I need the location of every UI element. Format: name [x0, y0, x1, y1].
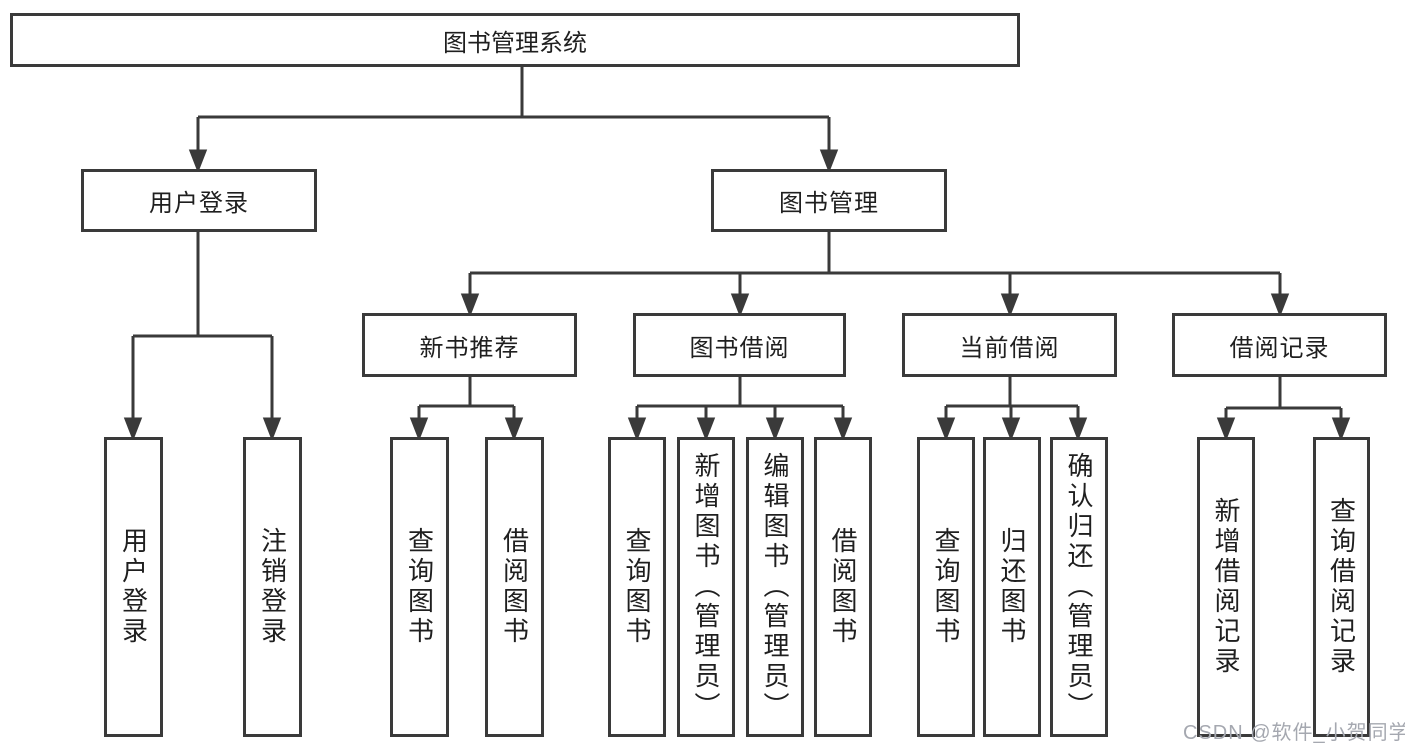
leaf-borrow-borrow-label: 借阅图书 [828, 527, 858, 647]
node-borrow-records: 借阅记录 [1172, 313, 1387, 377]
connector-borrowrecord-to-leaves [1216, 375, 1351, 442]
leaf-records-add: 新增借阅记录 [1197, 437, 1255, 737]
leaf-borrow-add-admin: 新增图书（管理员） [677, 437, 735, 737]
node-root-system: 图书管理系统 [10, 13, 1020, 67]
connector-root-to-level2 [188, 65, 839, 174]
node-book-borrow: 图书借阅 [633, 313, 846, 377]
leaf-borrow-borrow: 借阅图书 [814, 437, 872, 737]
leaf-borrow-edit-admin: 编辑图书（管理员） [746, 437, 804, 737]
leaf-records-query: 查询借阅记录 [1313, 437, 1370, 737]
node-book-management: 图书管理 [711, 169, 947, 232]
connector-currentborrow-to-leaves [936, 375, 1088, 442]
node-book-borrow-label: 图书借阅 [689, 334, 790, 362]
connector-newbooks-to-leaves [409, 375, 524, 442]
leaf-current-confirm-admin: 确认归还（管理员） [1050, 437, 1108, 737]
leaf-current-query: 查询图书 [917, 437, 975, 737]
node-current-borrow: 当前借阅 [902, 313, 1117, 377]
node-new-book-recommend-label: 新书推荐 [419, 334, 520, 362]
leaf-current-query-label: 查询图书 [931, 527, 961, 647]
leaf-logout-label: 注销登录 [257, 527, 288, 647]
leaf-user-login-label: 用户登录 [118, 527, 149, 647]
node-new-book-recommend: 新书推荐 [362, 313, 577, 377]
leaf-logout: 注销登录 [243, 437, 302, 737]
leaf-user-login: 用户登录 [104, 437, 163, 737]
node-user-login-label: 用户登录 [149, 190, 249, 217]
leaf-borrow-query-label: 查询图书 [622, 527, 652, 647]
leaf-borrow-add-admin-label: 新增图书（管理员） [691, 452, 721, 722]
leaf-current-confirm-admin-label: 确认归还（管理员） [1064, 452, 1094, 722]
leaf-newbooks-borrow: 借阅图书 [485, 437, 544, 737]
leaf-newbooks-query: 查询图书 [390, 437, 449, 737]
node-root-label: 图书管理系统 [443, 29, 587, 57]
leaf-records-add-label: 新增借阅记录 [1211, 497, 1241, 677]
leaf-newbooks-borrow-label: 借阅图书 [499, 527, 530, 647]
leaf-borrow-edit-admin-label: 编辑图书（管理员） [760, 452, 790, 722]
leaf-current-return-label: 归还图书 [997, 527, 1027, 647]
node-user-login: 用户登录 [81, 169, 317, 232]
node-borrow-records-label: 借阅记录 [1229, 334, 1330, 362]
connector-userlogin-to-leaves [123, 230, 282, 442]
connector-bookmgmt-to-level3 [460, 230, 1290, 318]
csdn-watermark: CSDN @软件_小贺同学 [1183, 722, 1405, 744]
leaf-current-return: 归还图书 [983, 437, 1041, 737]
node-book-management-label: 图书管理 [779, 190, 879, 217]
node-current-borrow-label: 当前借阅 [959, 334, 1060, 362]
leaf-records-query-label: 查询借阅记录 [1326, 497, 1357, 677]
leaf-newbooks-query-label: 查询图书 [404, 527, 435, 647]
connector-bookborrow-to-leaves [627, 375, 853, 442]
leaf-borrow-query: 查询图书 [608, 437, 666, 737]
